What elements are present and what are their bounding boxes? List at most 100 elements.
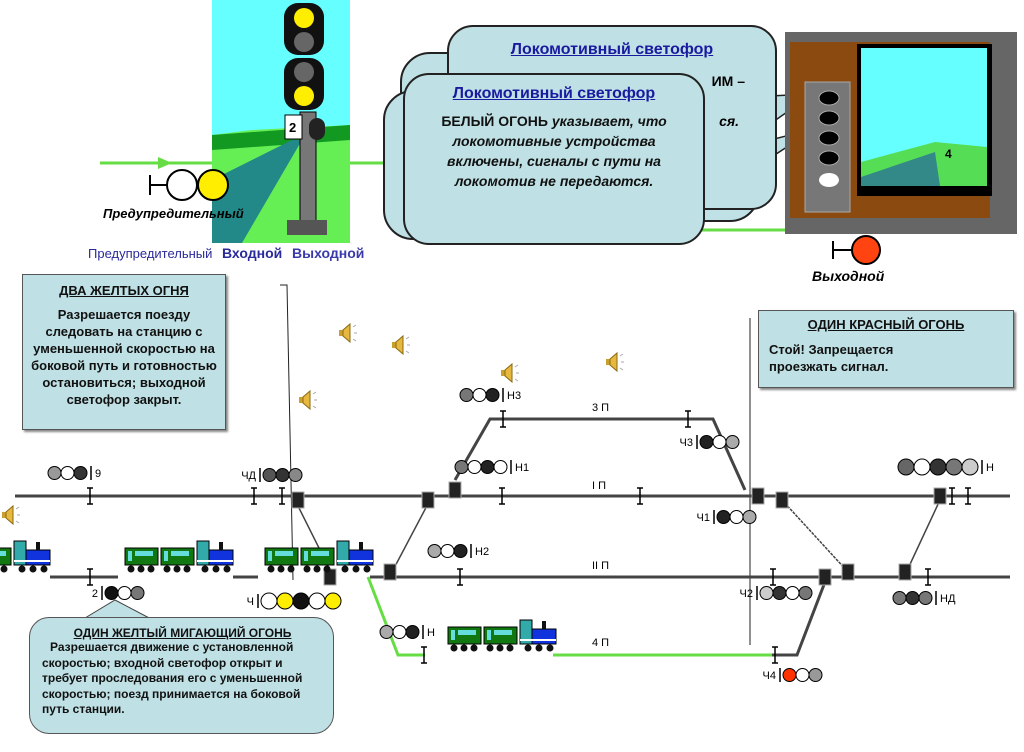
info-title: ОДИН КРАСНЫЙ ОГОНЬ — [807, 317, 965, 332]
switch-point — [898, 563, 912, 581]
switch-point — [291, 491, 305, 509]
signal-label: 9 — [95, 468, 101, 480]
callout-fragment: ся. — [719, 113, 739, 129]
signal-lamp — [130, 586, 145, 600]
signal-lamp — [392, 625, 407, 639]
signal-lamp — [808, 668, 823, 682]
insulating-joints — [87, 410, 971, 664]
signal-label: Ч1 — [697, 512, 710, 524]
signal-lamp — [288, 468, 303, 482]
signal-picture: 2 — [212, 0, 350, 243]
callout-text: БЕЛЫЙ ОГОНЬ указывает, что локомотивные … — [441, 113, 667, 189]
switch-point — [383, 563, 397, 581]
signal-lamp — [453, 544, 468, 558]
signal-lamp — [918, 591, 933, 605]
info-title: ОДИН ЖЕЛТЫЙ МИГАЮЩИЙ ОГОНЬ — [73, 626, 292, 640]
signal-lamp — [308, 592, 326, 610]
signal-ЧД: ЧД — [241, 468, 303, 482]
info-text: Разрешается движение с установленной ско… — [42, 640, 303, 716]
signal-lamp — [480, 460, 495, 474]
signal-lamp — [427, 544, 442, 558]
switch-point — [841, 563, 855, 581]
signal-lamp — [712, 435, 727, 449]
signal-label: Н — [427, 627, 435, 639]
speaker-icon[interactable] — [392, 334, 410, 356]
signal-lamp — [725, 435, 740, 449]
signal-lamp — [260, 592, 278, 610]
signal-lamp — [961, 458, 979, 476]
warning-label: Предупредительный — [103, 206, 244, 221]
speaker-icon[interactable] — [339, 322, 357, 344]
signal-Ч3: Ч3 — [680, 435, 740, 449]
info-flashing-yellow: ОДИН ЖЕЛТЫЙ МИГАЮЩИЙ ОГОНЬ Разрешается д… — [29, 617, 334, 734]
speaker-icon[interactable] — [2, 504, 20, 526]
signal-lamp — [897, 458, 915, 476]
signal-Н: Н — [897, 458, 994, 476]
speaker-icon[interactable] — [606, 351, 624, 373]
info-title: ДВА ЖЕЛТЫХ ОГНЯ — [59, 283, 189, 298]
signal-lamp — [795, 668, 810, 682]
train — [264, 540, 374, 573]
callout-title: Локомотивный светофор — [452, 85, 656, 102]
signal-lamp — [276, 592, 294, 610]
signal-Н2: Н2 — [427, 544, 489, 558]
exit-label: Выходной — [812, 268, 885, 284]
signal-lamp — [440, 544, 455, 558]
signal-label: Н3 — [507, 390, 521, 402]
signal-label: Н — [986, 462, 994, 474]
signal-lamp — [467, 460, 482, 474]
lamp-white — [819, 173, 839, 187]
signal-9: 9 — [47, 466, 101, 480]
track-label-4: 4 П — [592, 637, 609, 649]
signal-Н: Н — [379, 625, 435, 639]
switch-point — [421, 491, 435, 509]
signal-lamp — [785, 586, 800, 600]
signal-lamp — [485, 388, 500, 402]
train — [124, 540, 234, 573]
signal-lamp — [929, 458, 947, 476]
pointer-line-two-yellow — [280, 284, 294, 581]
callout-title: Локомотивный светофор — [510, 41, 714, 58]
locomotive — [25, 549, 51, 566]
callout-fragment: ИМ – — [711, 73, 745, 89]
signal-Ч2: Ч2 — [740, 586, 813, 600]
signal-label: Н2 — [475, 546, 489, 558]
signal-lamp — [729, 510, 744, 524]
overlap-label: Предупредительный — [88, 246, 213, 261]
exit-signal — [832, 235, 881, 265]
signal-lamp — [892, 591, 907, 605]
track-label-3: 3 П — [592, 402, 609, 414]
signal-lamp — [262, 468, 277, 482]
signal-lamp — [772, 586, 787, 600]
rails — [212, 140, 302, 243]
signal-lamp — [405, 625, 420, 639]
speaker-icon[interactable] — [299, 389, 317, 411]
track-3 — [453, 417, 747, 491]
locomotive-cab-picture: 4 — [785, 32, 1017, 234]
warning-signal — [149, 169, 229, 201]
signal-label: Н1 — [515, 462, 529, 474]
speaker-icon[interactable] — [501, 362, 519, 384]
route-arrow-icon — [158, 157, 172, 169]
signal-lamp — [742, 510, 757, 524]
info-text: Стой! Запрещается проезжать сигнал. — [769, 342, 894, 374]
signal-lamp — [324, 592, 342, 610]
signal-2: 2 — [92, 586, 145, 600]
callout-loco-front: Локомотивный светофор БЕЛЫЙ ОГОНЬ указыв… — [403, 73, 705, 245]
signal-label: Ч4 — [763, 670, 776, 682]
tracks — [15, 417, 1010, 657]
info-text: Разрешается поезду следовать на станцию … — [31, 307, 217, 407]
signal-lamp — [759, 586, 774, 600]
signal-plate: 2 — [289, 120, 296, 135]
signal-lamp — [275, 468, 290, 482]
signal-lamp — [379, 625, 394, 639]
signal-lamp — [798, 586, 813, 600]
signal-Н3: Н3 — [459, 388, 521, 402]
signal-label: Ч — [247, 596, 254, 608]
signal-label: 2 — [92, 588, 98, 600]
lamp-yellow — [294, 8, 314, 28]
signal-lamp — [945, 458, 963, 476]
crossover — [904, 499, 941, 576]
signal-lamp — [459, 388, 474, 402]
